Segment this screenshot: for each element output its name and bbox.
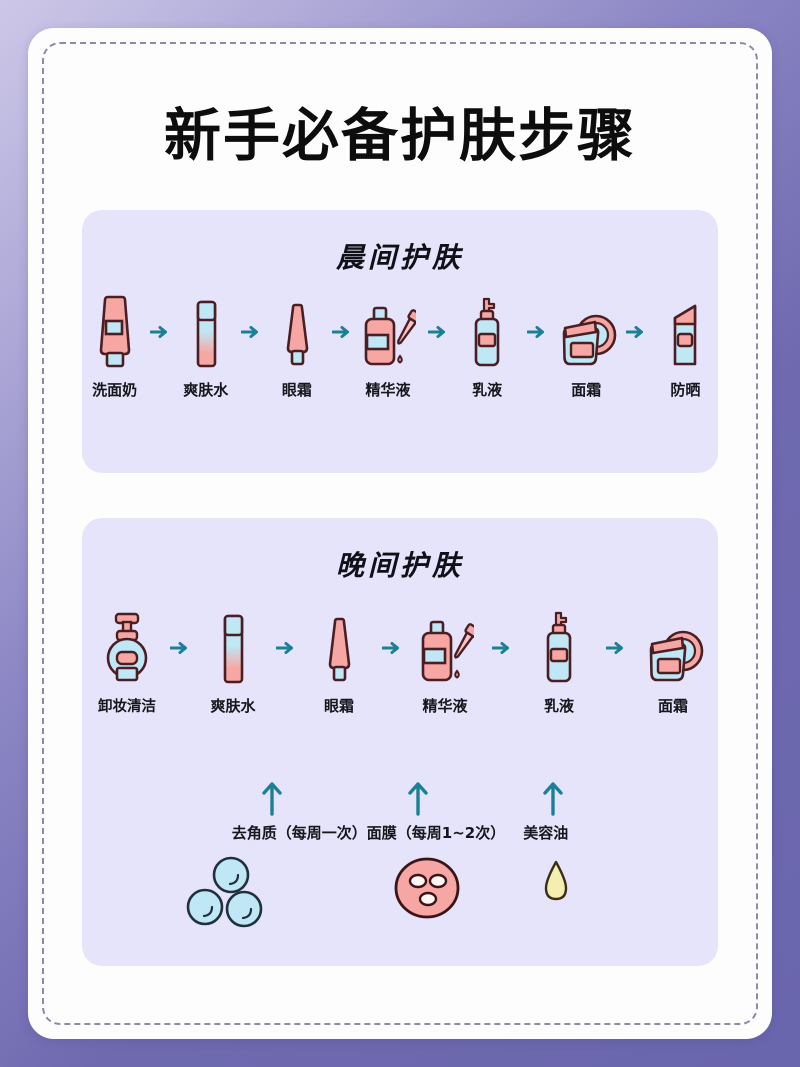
arrow-right-icon	[379, 610, 405, 686]
eye-cream-tube-icon	[280, 294, 314, 370]
step-label: 面霜	[657, 697, 688, 715]
serum-dropper-icon	[360, 294, 416, 370]
extra-label-oil: 美容油	[523, 824, 569, 842]
extras-label-row: 去角质（每周一次） 面膜（每周1~2次） 美容油	[82, 822, 718, 843]
step-makeup-remover[interactable]: 卸妆清洁	[87, 610, 167, 716]
step-lotion[interactable]: 乳液	[455, 294, 520, 400]
arrow-right-icon	[599, 610, 633, 686]
step-label: 精华液	[422, 697, 468, 715]
night-extras-group: 去角质（每周一次） 面膜（每周1~2次） 美容油	[82, 780, 718, 941]
step-sunscreen[interactable]: 防晒	[653, 294, 718, 400]
lotion-spray-icon	[541, 610, 577, 686]
morning-step-flow: 洗面奶 爽肤水	[82, 294, 718, 400]
arrow-right-icon	[421, 294, 455, 370]
step-face-cream[interactable]: 面霜	[633, 610, 713, 716]
arrow-right-icon	[147, 294, 173, 370]
step-label: 防晒	[670, 381, 701, 399]
section-morning-routine: 晨间护肤 洗面奶	[82, 210, 718, 473]
oil-drop-icon	[543, 859, 569, 908]
sunscreen-icon	[667, 294, 703, 370]
eye-cream-tube-icon	[321, 610, 357, 686]
extras-up-arrows	[82, 780, 718, 820]
page-title: 新手必备护肤步骤	[164, 103, 636, 169]
step-serum[interactable]: 精华液	[405, 610, 485, 716]
arrow-right-icon	[238, 294, 264, 370]
tube-cleanser-icon	[92, 294, 138, 370]
step-eye-cream[interactable]: 眼霜	[299, 610, 379, 716]
section-title-morning: 晨间护肤	[335, 241, 464, 274]
bubbles-icon	[186, 855, 268, 936]
step-face-cream[interactable]: 面霜	[554, 294, 619, 400]
step-eye-cream[interactable]: 眼霜	[264, 294, 329, 400]
extra-label-mask: 面膜（每周1~2次）	[366, 824, 506, 842]
step-label: 乳液	[472, 381, 503, 399]
section-night-routine: 晚间护肤 卸妆清洁	[82, 518, 718, 966]
step-label: 眼霜	[323, 697, 354, 715]
serum-dropper-icon	[416, 610, 474, 686]
toner-bottle-icon	[218, 610, 248, 686]
pump-bottle-icon	[103, 610, 151, 686]
step-label: 精华液	[365, 381, 411, 399]
step-label: 爽肤水	[210, 697, 256, 715]
step-label: 卸妆清洁	[98, 699, 156, 715]
arrow-up-icon	[541, 780, 565, 821]
arrow-right-icon	[485, 610, 519, 686]
arrow-right-icon	[520, 294, 554, 370]
arrow-right-icon	[329, 294, 355, 370]
step-serum[interactable]: 精华液	[355, 294, 420, 400]
extra-label-exfoliate: 去角质（每周一次）	[231, 824, 367, 842]
poster-card: 新手必备护肤步骤 晨间护肤 洗面奶	[28, 28, 772, 1039]
step-label: 洗面奶	[92, 381, 138, 399]
step-label: 眼霜	[281, 381, 312, 399]
face-mask-icon	[394, 857, 460, 924]
step-cleanser[interactable]: 洗面奶	[82, 294, 147, 400]
cream-jar-icon	[641, 610, 705, 686]
night-step-flow: 卸妆清洁 爽肤水	[82, 610, 718, 716]
arrow-up-icon	[406, 780, 430, 821]
extras-icon-row	[82, 851, 718, 941]
lotion-spray-icon	[470, 294, 504, 370]
step-toner[interactable]: 爽肤水	[193, 610, 273, 716]
arrow-right-icon	[167, 610, 193, 686]
section-title-night: 晚间护肤	[335, 549, 464, 582]
step-label: 乳液	[543, 697, 574, 715]
cream-jar-icon	[555, 294, 617, 370]
step-toner[interactable]: 爽肤水	[173, 294, 238, 400]
arrow-right-icon	[619, 294, 653, 370]
step-label: 面霜	[571, 381, 602, 399]
arrow-up-icon	[260, 780, 284, 821]
step-lotion[interactable]: 乳液	[519, 610, 599, 716]
toner-bottle-icon	[191, 294, 221, 370]
step-label: 爽肤水	[183, 381, 229, 399]
arrow-right-icon	[273, 610, 299, 686]
